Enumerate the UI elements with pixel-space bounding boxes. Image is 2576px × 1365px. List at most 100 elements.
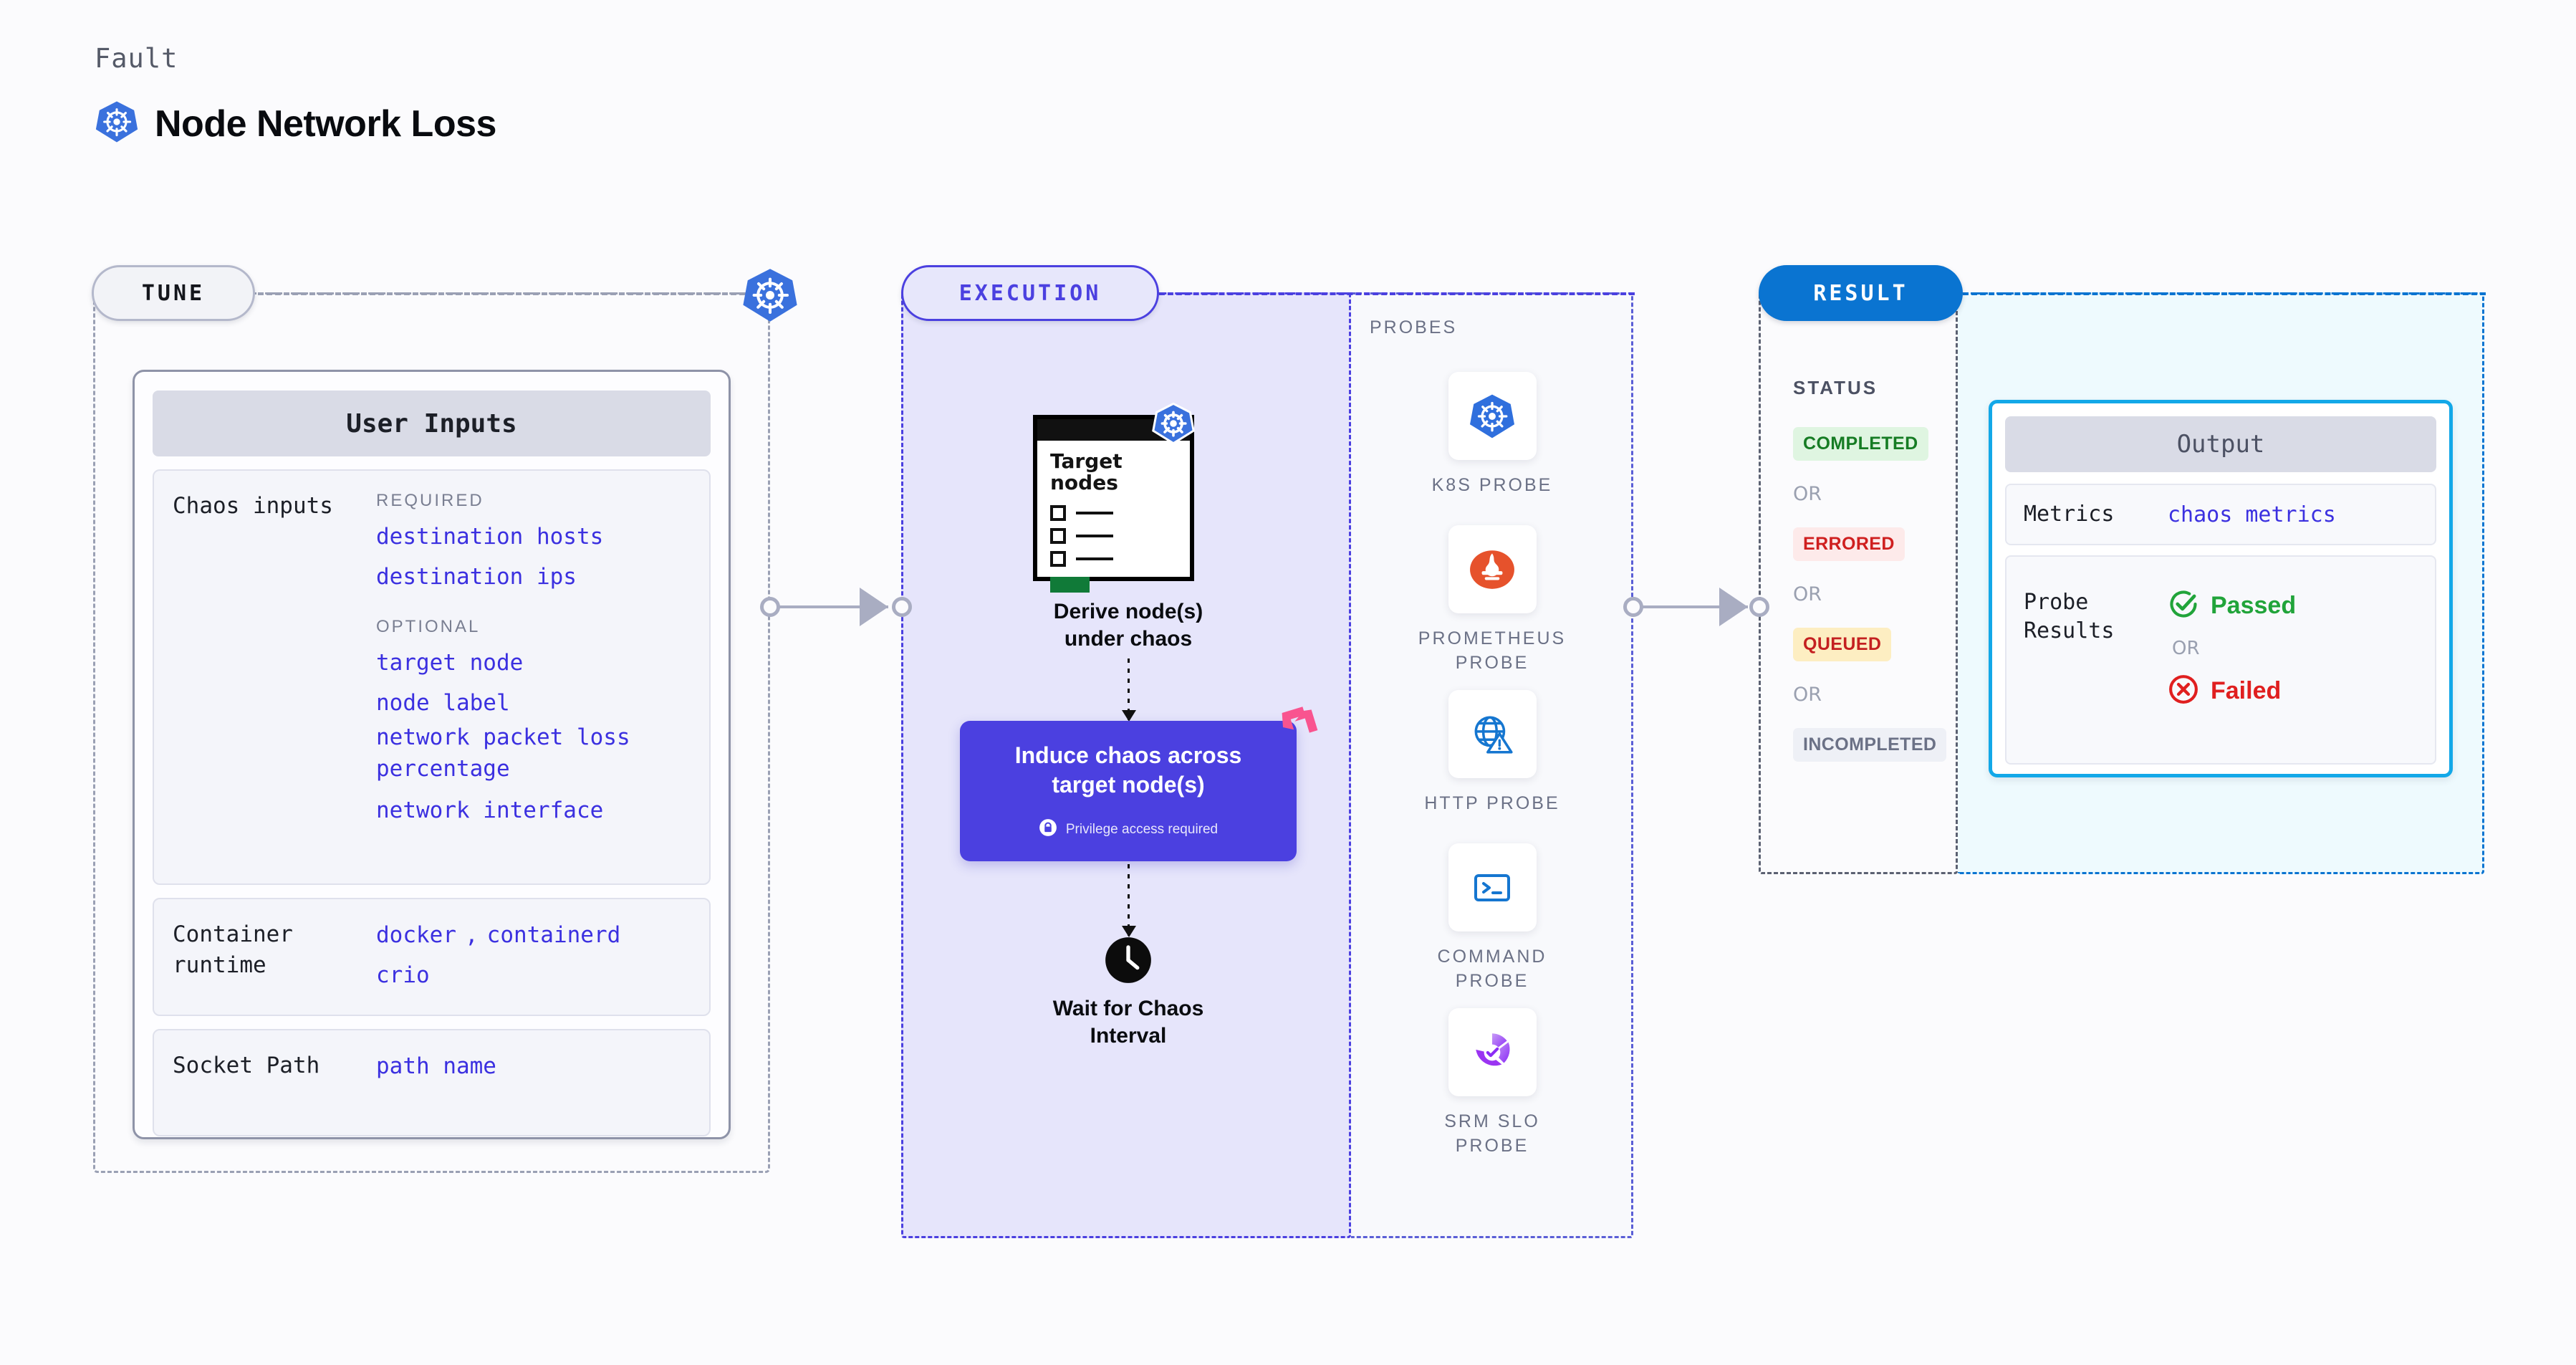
- probes-column: PROBES K8S PROBE: [1351, 292, 1633, 1238]
- tune-stage-pill[interactable]: TUNE: [92, 265, 255, 321]
- fault-eyebrow-label: Fault: [95, 43, 178, 74]
- input-destination-hosts[interactable]: destination hosts: [376, 524, 604, 550]
- execution-region: Target nodes: [901, 292, 1633, 1238]
- kubernetes-icon: [741, 267, 799, 324]
- or-separator: OR: [2172, 638, 2200, 659]
- runtime-docker[interactable]: docker: [376, 922, 456, 948]
- output-title: Output: [2005, 416, 2436, 472]
- status-badge-incompleted: INCOMPLETED: [1793, 728, 1947, 762]
- metrics-row: Metrics chaos metrics: [2005, 484, 2436, 545]
- status-badge-queued: QUEUED: [1793, 628, 1892, 661]
- probe-results-label: Probe Results: [2024, 590, 2115, 643]
- probe-label: PROMETHEUS PROBE: [1418, 628, 1567, 673]
- result-output-column: Output Metrics chaos metrics Probe Resul…: [1958, 292, 2484, 874]
- checkbox-icon: [1050, 528, 1066, 544]
- container-runtime-label: Container runtime: [173, 921, 293, 978]
- passed-label: Passed: [2211, 592, 2297, 619]
- input-network-interface[interactable]: network interface: [376, 798, 604, 824]
- connector-arrowhead-exec-result: [1719, 588, 1748, 626]
- clock-icon: [1104, 936, 1153, 985]
- tune-pill-dashed-link: [258, 292, 745, 295]
- failed-label: Failed: [2211, 677, 2282, 704]
- checkbox-icon: [1050, 505, 1066, 521]
- connector-dot-exec-out: [1623, 597, 1643, 617]
- probe-item-command[interactable]: COMMAND PROBE: [1351, 843, 1633, 994]
- connector-line-tune-exec: [777, 605, 888, 608]
- probe-label: HTTP PROBE: [1424, 793, 1560, 813]
- derive-nodes-label: Derive node(s) under chaos: [1053, 600, 1203, 651]
- result-status-column: STATUS COMPLETED OR ERRORED OR QUEUED OR…: [1759, 292, 1958, 874]
- input-node-label[interactable]: node label: [376, 690, 510, 717]
- target-list-item: [1050, 528, 1113, 544]
- target-nodes-card: Target nodes: [1033, 402, 1195, 593]
- connector-arrowhead-tune-exec: [860, 588, 888, 626]
- probe-item-k8s[interactable]: K8S PROBE: [1351, 372, 1633, 498]
- flow-arrow-induce-to-wait: [1122, 864, 1136, 937]
- target-list-item: [1050, 551, 1113, 567]
- check-circle-icon: [2168, 588, 2199, 623]
- container-runtime-row: Container runtime docker , containerd cr…: [153, 898, 711, 1016]
- lock-icon: [1039, 818, 1057, 841]
- connector-line-exec-result: [1640, 605, 1748, 608]
- page-title: Node Network Loss: [155, 102, 496, 145]
- x-circle-icon: [2168, 674, 2199, 709]
- probe-label: COMMAND PROBE: [1437, 947, 1547, 991]
- input-destination-ips[interactable]: destination ips: [376, 564, 577, 590]
- kubernetes-icon: [1152, 402, 1195, 445]
- kubernetes-icon: [1448, 372, 1537, 460]
- litmuschaos-icon: [1275, 698, 1324, 747]
- socket-path-value[interactable]: path name: [376, 1053, 496, 1079]
- globe-warning-icon: [1448, 690, 1537, 778]
- target-list-item: [1050, 505, 1113, 521]
- result-stage-pill[interactable]: RESULT: [1759, 265, 1963, 321]
- probe-result-passed: Passed: [2168, 588, 2296, 623]
- user-inputs-card: User Inputs Chaos inputs REQUIRED destin…: [133, 370, 731, 1139]
- induce-chaos-text: Induce chaos across target node(s): [1014, 742, 1242, 798]
- probe-item-srm-slo[interactable]: SRM SLO PROBE: [1351, 1008, 1633, 1159]
- chaos-inputs-label: Chaos inputs: [173, 493, 333, 519]
- induce-chaos-box[interactable]: Induce chaos across target node(s) Privi…: [960, 707, 1318, 861]
- target-card-progress-bar: [1050, 577, 1090, 593]
- optional-group-title: OPTIONAL: [376, 617, 481, 637]
- connector-dot-tune-out: [760, 597, 780, 617]
- or-separator: OR: [1793, 684, 1822, 706]
- probe-label: K8S PROBE: [1431, 475, 1553, 495]
- chaos-inputs-row: Chaos inputs REQUIRED destination hosts …: [153, 469, 711, 885]
- output-card: Output Metrics chaos metrics Probe Resul…: [1989, 400, 2453, 777]
- execution-stage-pill[interactable]: EXECUTION: [901, 265, 1159, 321]
- runtime-containerd[interactable]: containerd: [486, 922, 621, 948]
- required-group-title: REQUIRED: [376, 491, 484, 510]
- kubernetes-icon: [95, 100, 139, 148]
- probe-results-row: Probe Results Passed OR: [2005, 555, 2436, 765]
- status-badge-errored: ERRORED: [1793, 527, 1905, 561]
- execution-pill-dashed-link: [1159, 292, 1635, 295]
- probe-result-failed: Failed: [2168, 674, 2296, 709]
- connector-dot-exec-in: [892, 597, 912, 617]
- wait-chaos-interval-label: Wait for Chaos Interval: [1052, 997, 1204, 1048]
- srm-slo-icon: [1448, 1008, 1537, 1096]
- metrics-value[interactable]: chaos metrics: [2168, 502, 2336, 527]
- target-nodes-title: Target nodes: [1050, 449, 1123, 494]
- socket-path-row: Socket Path path name: [153, 1029, 711, 1136]
- result-pill-dashed-link: [1963, 292, 2486, 295]
- execution-main-column: Target nodes: [901, 292, 1351, 1238]
- probes-title: PROBES: [1370, 317, 1458, 337]
- probe-item-prometheus[interactable]: PROMETHEUS PROBE: [1351, 525, 1633, 676]
- privilege-note: Privilege access required: [1039, 818, 1218, 841]
- input-network-packet-loss-percentage[interactable]: network packet loss percentage: [376, 724, 630, 782]
- terminal-icon: [1448, 843, 1537, 931]
- or-separator: OR: [1793, 583, 1822, 605]
- runtime-crio[interactable]: crio: [376, 962, 430, 989]
- page-title-row: Node Network Loss: [95, 100, 496, 148]
- privilege-note-text: Privilege access required: [1065, 821, 1219, 837]
- user-inputs-title: User Inputs: [153, 391, 711, 456]
- flow-arrow-derive-to-induce: [1122, 658, 1136, 722]
- status-title: STATUS: [1793, 377, 1878, 398]
- probe-item-http[interactable]: HTTP PROBE: [1351, 690, 1633, 816]
- input-target-node[interactable]: target node: [376, 650, 524, 676]
- metrics-label: Metrics: [2024, 502, 2115, 527]
- runtime-separator: ,: [464, 922, 479, 948]
- or-separator: OR: [1793, 483, 1822, 505]
- checkbox-icon: [1050, 551, 1066, 567]
- prometheus-icon: [1448, 525, 1537, 613]
